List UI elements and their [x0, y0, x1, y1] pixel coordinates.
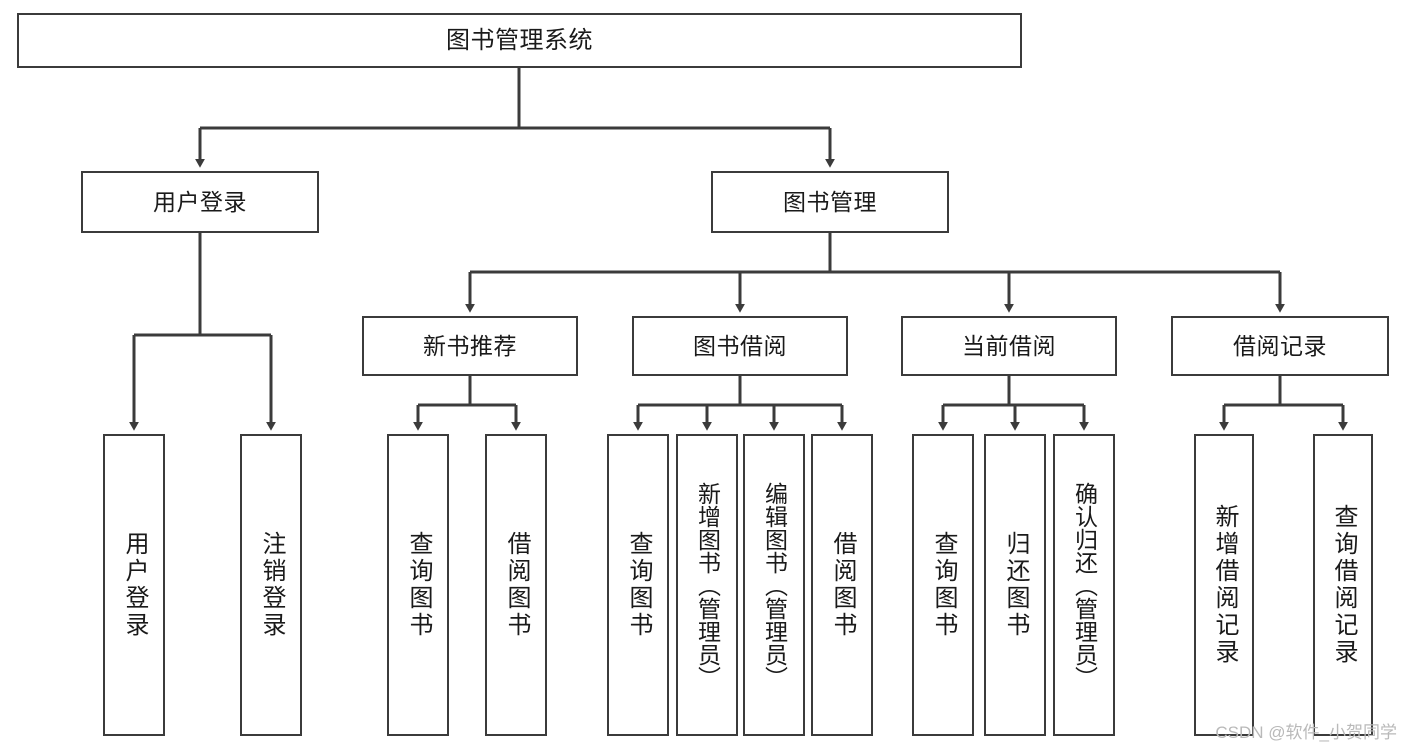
node-current-borrow-label: 当前借阅 [962, 332, 1056, 359]
node-leaf-confirm-return-label: 确认归还（管理员） [1071, 481, 1098, 689]
csdn-watermark: CSDN @软件_小贺同学 [1215, 723, 1397, 742]
node-leaf-query-book-3-label: 查询图书 [930, 531, 957, 639]
node-leaf-edit-book[interactable]: 编辑图书（管理员） [743, 434, 805, 736]
node-borrow-record-label: 借阅记录 [1233, 332, 1327, 359]
node-user-login-label: 用户登录 [153, 188, 247, 215]
node-leaf-query-book-2[interactable]: 查询图书 [607, 434, 669, 736]
node-book-borrow[interactable]: 图书借阅 [632, 316, 848, 376]
node-new-book-rec[interactable]: 新书推荐 [362, 316, 578, 376]
node-leaf-add-record[interactable]: 新增借阅记录 [1194, 434, 1254, 736]
node-leaf-confirm-return[interactable]: 确认归还（管理员） [1053, 434, 1115, 736]
node-leaf-borrow-book-1[interactable]: 借阅图书 [485, 434, 547, 736]
node-book-manage-label: 图书管理 [783, 188, 877, 215]
node-leaf-add-book-label: 新增图书（管理员） [694, 481, 721, 689]
node-current-borrow[interactable]: 当前借阅 [901, 316, 1117, 376]
node-leaf-logout-label: 注销登录 [258, 531, 285, 639]
node-leaf-user-login[interactable]: 用户登录 [103, 434, 165, 736]
node-leaf-borrow-book-2-label: 借阅图书 [829, 531, 856, 639]
node-leaf-add-record-label: 新增借阅记录 [1211, 504, 1238, 666]
node-root-label: 图书管理系统 [446, 26, 593, 54]
node-leaf-borrow-book-1-label: 借阅图书 [503, 531, 530, 639]
node-book-manage[interactable]: 图书管理 [711, 171, 949, 233]
node-user-login[interactable]: 用户登录 [81, 171, 319, 233]
node-leaf-query-record-label: 查询借阅记录 [1330, 504, 1357, 666]
node-leaf-return-book[interactable]: 归还图书 [984, 434, 1046, 736]
node-root[interactable]: 图书管理系统 [17, 13, 1022, 68]
node-leaf-return-book-label: 归还图书 [1002, 531, 1029, 639]
node-leaf-query-book-2-label: 查询图书 [625, 531, 652, 639]
node-leaf-add-book[interactable]: 新增图书（管理员） [676, 434, 738, 736]
node-leaf-query-record[interactable]: 查询借阅记录 [1313, 434, 1373, 736]
node-leaf-query-book-3[interactable]: 查询图书 [912, 434, 974, 736]
node-leaf-query-book-1[interactable]: 查询图书 [387, 434, 449, 736]
node-book-borrow-label: 图书借阅 [693, 332, 787, 359]
node-leaf-borrow-book-2[interactable]: 借阅图书 [811, 434, 873, 736]
node-leaf-query-book-1-label: 查询图书 [405, 531, 432, 639]
node-leaf-edit-book-label: 编辑图书（管理员） [761, 481, 788, 689]
node-leaf-logout[interactable]: 注销登录 [240, 434, 302, 736]
node-leaf-user-login-label: 用户登录 [121, 531, 148, 639]
node-new-book-rec-label: 新书推荐 [423, 332, 517, 359]
node-borrow-record[interactable]: 借阅记录 [1171, 316, 1389, 376]
